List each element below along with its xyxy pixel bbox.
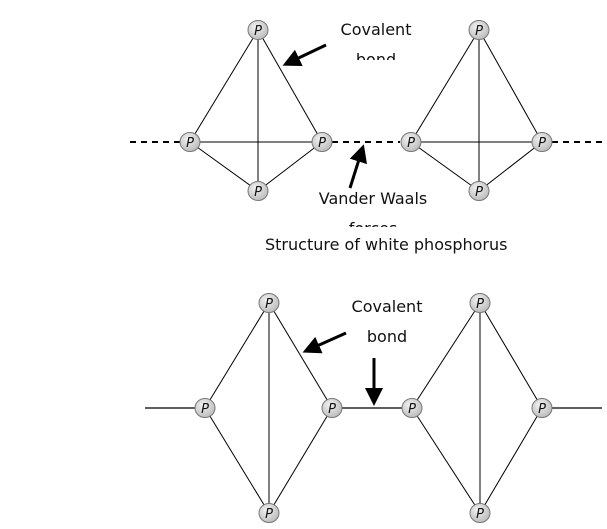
phosphorus-atom: P [469, 293, 491, 313]
atom-symbol: P [475, 24, 483, 39]
atom-circle [531, 132, 553, 152]
atom-circle [247, 20, 269, 40]
atom-circle [258, 503, 280, 523]
bond [410, 29, 480, 143]
label-line: Covalent [351, 297, 423, 316]
phosphorus-atom: P [321, 398, 343, 418]
caption-white-phosphorus: Structure of white phosphorus [265, 235, 508, 254]
label-line: Vander Waals [318, 189, 428, 208]
atom-circle [311, 132, 333, 152]
bond [268, 302, 333, 409]
bond [204, 407, 270, 514]
atom-symbol: P [186, 136, 194, 151]
atom-symbol: P [265, 507, 273, 522]
atom-symbol: P [476, 297, 484, 312]
atom-circle [258, 293, 280, 313]
phosphorus-atom: P [401, 398, 423, 418]
covalent-bond-arrow-top [282, 43, 327, 66]
atom-circle [401, 398, 423, 418]
bond [479, 407, 543, 514]
p4-unit-2 [411, 302, 543, 514]
bond [257, 141, 323, 192]
atom-circle [531, 398, 553, 418]
label-line: bond [366, 327, 408, 346]
atom-circle [179, 132, 201, 152]
atom-symbol: P [538, 402, 546, 417]
white-phosphorus-chain [130, 29, 607, 192]
label-line: bond [355, 50, 397, 60]
covalent-bond-label-top: Covalent bond [334, 15, 418, 60]
atom-symbol: P [254, 24, 262, 39]
vdw-arrow [348, 144, 367, 189]
atom-symbol: P [201, 402, 209, 417]
bond [411, 407, 481, 514]
atom-circle [469, 503, 491, 523]
atom-symbol: P [328, 402, 336, 417]
p4-molecule-1 [189, 29, 323, 192]
bond [478, 141, 543, 192]
bond [204, 302, 270, 409]
bond [411, 302, 481, 409]
atom-circle [194, 398, 216, 418]
atom-symbol: P [265, 297, 273, 312]
p4-unit-1 [204, 302, 333, 514]
red-phosphorus-chain [145, 302, 602, 514]
bond [189, 141, 259, 192]
atoms: P P P P P P P P P P P P P P P P [179, 20, 553, 523]
atom-circle [321, 398, 343, 418]
bond [268, 407, 333, 514]
atom-symbol: P [538, 136, 546, 151]
atom-symbol: P [476, 507, 484, 522]
vdw-forces-label: Vander Waals forces [310, 184, 436, 227]
bond [257, 29, 323, 143]
atom-circle [468, 181, 490, 201]
phosphorus-atom: P [194, 398, 216, 418]
atom-circle [468, 20, 490, 40]
covalent-bond-label-bottom: Covalent bond [344, 292, 430, 352]
bond [478, 29, 543, 143]
atom-symbol: P [408, 402, 416, 417]
phosphorus-atom: P [311, 132, 333, 152]
bond [479, 302, 543, 409]
phosphorus-atom: P [531, 132, 553, 152]
phosphorus-atom: P [468, 181, 490, 201]
label-line: forces [310, 214, 436, 227]
phosphorus-atom: P [179, 132, 201, 152]
phosphorus-atom: P [258, 293, 280, 313]
atom-symbol: P [318, 136, 326, 151]
phosphorus-atom: P [247, 181, 269, 201]
atom-circle [247, 181, 269, 201]
phosphorus-atom: P [258, 503, 280, 523]
atom-circle [400, 132, 422, 152]
phosphorus-atom: P [468, 20, 490, 40]
atom-symbol: P [254, 185, 262, 200]
atom-circle [469, 293, 491, 313]
bond [410, 141, 480, 192]
phosphorus-atom: P [247, 20, 269, 40]
bond [189, 29, 259, 143]
atom-symbol: P [475, 185, 483, 200]
atom-symbol: P [407, 136, 415, 151]
p4-molecule-2 [410, 29, 543, 192]
phosphorus-atom: P [400, 132, 422, 152]
phosphorus-atom: P [469, 503, 491, 523]
label-line: Covalent [340, 20, 412, 39]
phosphorus-atom: P [531, 398, 553, 418]
covalent-bond-arrow-diagonal [302, 331, 347, 354]
